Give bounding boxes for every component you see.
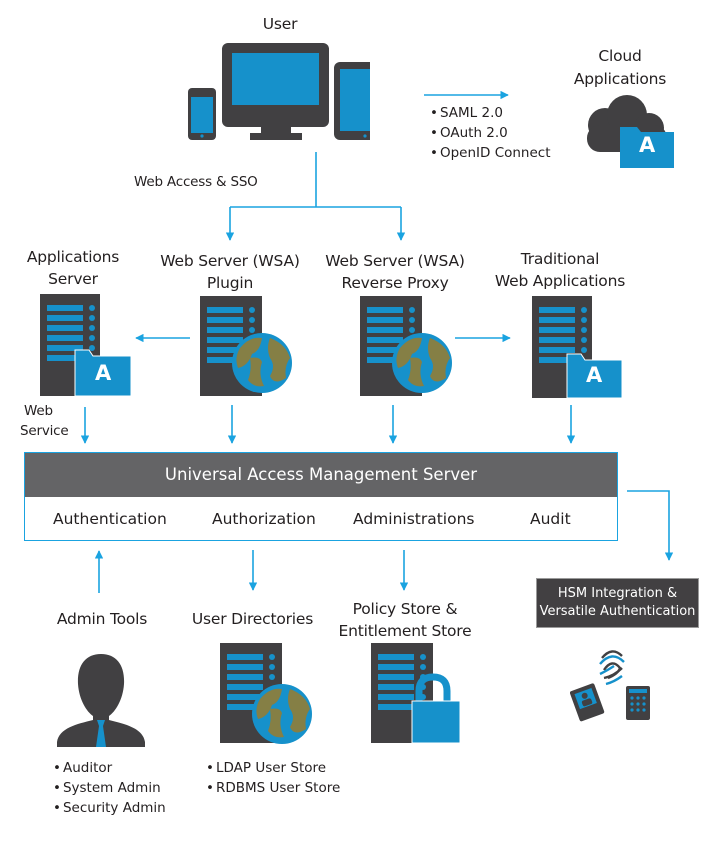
hsm-title-line1: HSM Integration & [557,586,678,601]
wsa-plugin-title-line2: Plugin [206,274,254,292]
padlock-icon [411,673,461,744]
app-server-title-line2: Server [48,270,98,288]
tie-icon [96,720,106,747]
cloud-title-line1: Cloud [598,47,642,65]
admin-roles-list: Auditor System Admin Security Admin [53,758,166,818]
globe-icon [232,333,292,393]
traditional-server-icon [532,296,623,399]
app-server-folder-letter: A [94,361,112,385]
web-access-sso-label: Web Access & SSO [134,174,258,190]
folder-icon [74,349,132,397]
hsm-title-line2: Versatile Authentication [539,604,696,619]
policy-store-server-icon [371,643,461,744]
arrow-ams-to-hsm [627,490,674,561]
admin-person-icon [57,654,145,747]
wsa-plugin-server-icon [200,296,292,396]
app-server-title-line1: Applications [26,248,120,266]
phone-icon [188,88,216,140]
admin-role-item: Security Admin [53,798,166,818]
traditional-title-line1: Traditional [520,250,600,268]
app-server-icon [40,294,132,397]
cloud-title-line2: Applications [573,70,667,88]
cloud-folder-letter: A [638,133,656,157]
folder-icon [566,353,623,399]
tablet-icon [334,62,370,140]
wsa-proxy-title-line2: Reverse Proxy [341,274,449,292]
policy-store-title-line1: Policy Store & [352,600,458,618]
traditional-folder-letter: A [585,363,603,387]
globe-icon [252,684,312,744]
traditional-title-line2: Web Applications [494,272,626,290]
wsa-proxy-title-line1: Web Server (WSA) [325,252,465,270]
user-devices-icon [188,43,370,140]
ams-module-administrations: Administrations [353,510,475,528]
user-store-item: LDAP User Store [206,758,340,778]
fingerprint-icon [599,650,625,686]
monitor-icon [222,43,329,140]
wsa-plugin-title-line1: Web Server (WSA) [160,252,300,270]
user-title: User [262,15,298,33]
ams-module-authorization: Authorization [212,510,316,528]
hsm-box: HSM Integration & Versatile Authenticati… [536,578,699,628]
id-card-icon [570,683,605,722]
protocol-item: SAML 2.0 [430,103,551,123]
user-stores-list: LDAP User Store RDBMS User Store [206,758,340,798]
user-store-item: RDBMS User Store [206,778,340,798]
policy-store-title-line2: Entitlement Store [338,622,472,640]
protocol-item: OAuth 2.0 [430,123,551,143]
token-keypad-icon [626,686,650,720]
ams-title: Universal Access Management Server [25,453,617,497]
wsa-proxy-server-icon [360,296,452,396]
admin-role-item: System Admin [53,778,166,798]
user-directories-title: User Directories [191,610,314,628]
cloud-protocol-list: SAML 2.0 OAuth 2.0 OpenID Connect [430,103,551,163]
folder-icon [620,127,674,168]
web-service-label-line2: Service [20,423,69,439]
globe-icon [392,333,452,393]
cloud-icon [587,95,674,168]
user-directories-server-icon [220,643,312,744]
ams-module-authentication: Authentication [53,510,167,528]
auth-devices-icon [570,650,650,722]
admin-role-item: Auditor [53,758,166,778]
access-management-server: Universal Access Management Server Authe… [24,452,618,541]
admin-tools-title: Admin Tools [56,610,148,628]
protocol-item: OpenID Connect [430,143,551,163]
ams-module-audit: Audit [530,510,571,528]
web-service-label-line1: Web [24,403,53,419]
